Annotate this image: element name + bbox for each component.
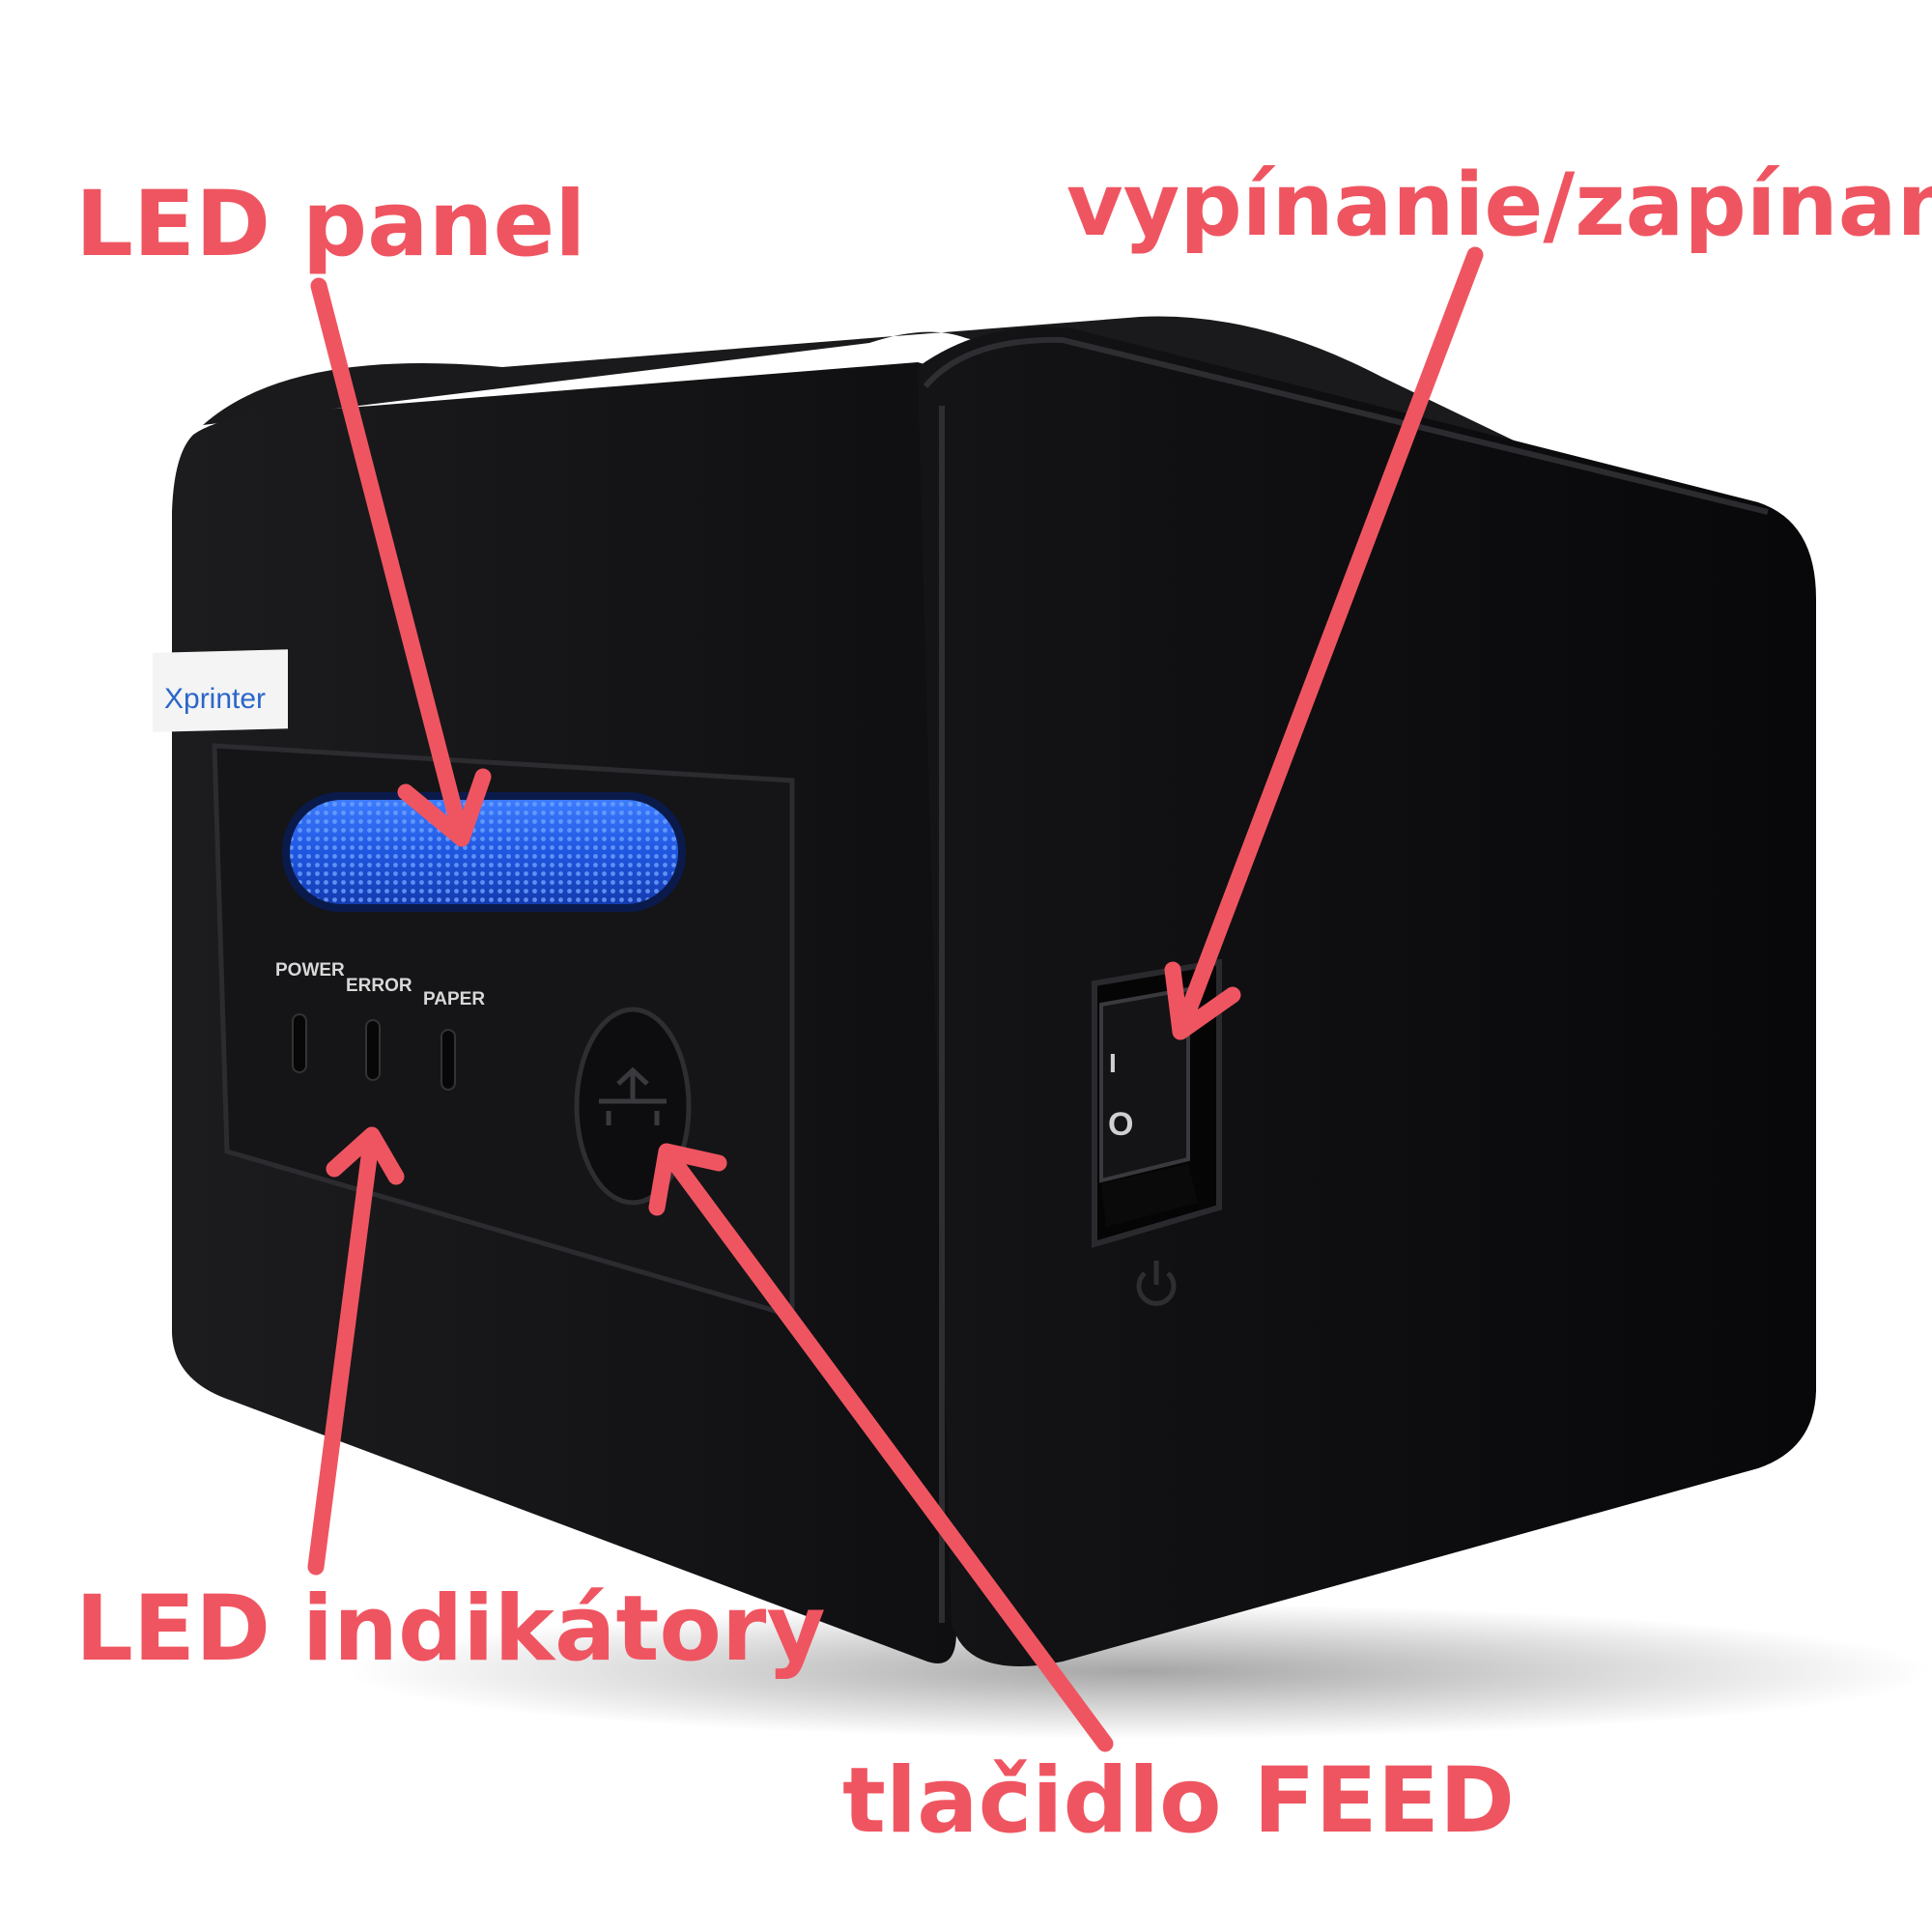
indicator-label-power: POWER	[275, 960, 345, 980]
callout-led-indicators: LED indikátory	[75, 1577, 826, 1682]
arrow-led-panel	[310, 277, 492, 847]
arrow-power-switch	[1164, 246, 1484, 1040]
side-edge-highlight	[923, 336, 1769, 1623]
brand-text: Xprinter	[164, 683, 266, 715]
power-symbol-icon	[1136, 1261, 1177, 1306]
ground-shadow	[348, 1604, 1932, 1739]
switch-mark-off: O	[1108, 1106, 1133, 1143]
printer-side	[918, 327, 1816, 1666]
printer-top	[203, 316, 1642, 502]
indicator-power	[292, 1013, 307, 1073]
led-panel-dots	[290, 800, 678, 904]
arrow-led-indicators	[307, 1126, 405, 1576]
switch-mark-on: I	[1109, 1048, 1117, 1078]
brand-label	[153, 649, 288, 732]
callout-feed-button: tlačidlo FEED	[842, 1748, 1516, 1854]
callout-power-switch: vypínanie/zapínanie	[1066, 155, 1932, 256]
feed-button[interactable]	[574, 1007, 692, 1206]
indicator-paper	[440, 1029, 456, 1091]
indicator-error	[365, 1019, 381, 1081]
power-switch-lower	[1101, 1164, 1198, 1227]
feed-arrow-icon	[599, 1066, 667, 1125]
callout-led-panel: LED panel	[75, 172, 586, 277]
callout-arrows	[307, 246, 1484, 1752]
power-switch-rocker[interactable]	[1099, 986, 1190, 1183]
indicator-label-paper: PAPER	[423, 989, 485, 1009]
indicator-label-error: ERROR	[346, 976, 412, 996]
arrow-feed-button	[648, 1143, 1114, 1752]
